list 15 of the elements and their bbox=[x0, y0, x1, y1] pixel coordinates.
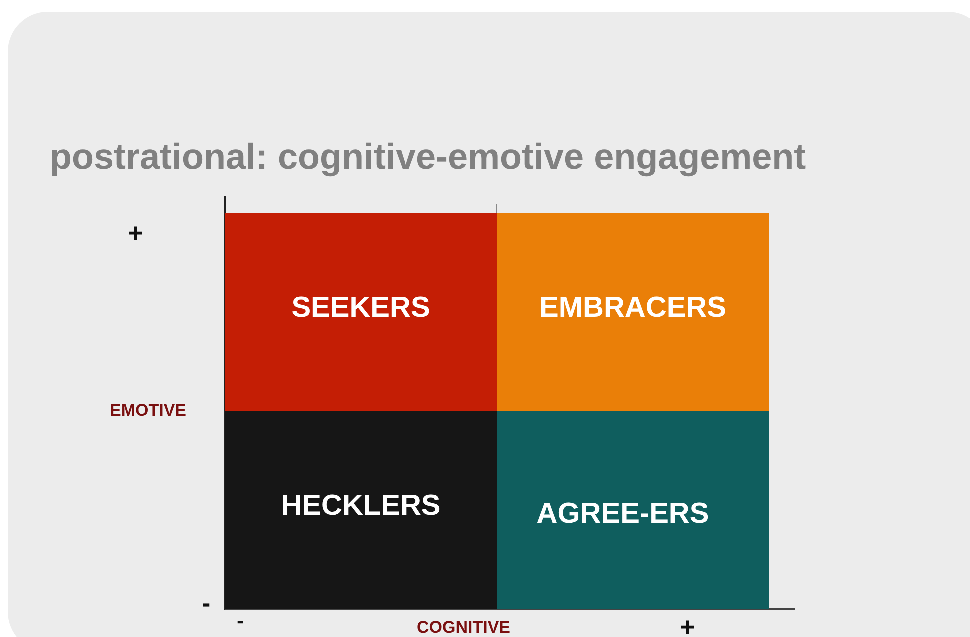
axis-title: COGNITIVE bbox=[417, 618, 511, 637]
quadrant bbox=[225, 213, 497, 411]
minus-sign: - bbox=[202, 588, 211, 619]
plus-sign: + bbox=[128, 218, 144, 249]
axis-title: EMOTIVE bbox=[110, 401, 187, 421]
minus-sign: - bbox=[237, 608, 244, 634]
quadrant bbox=[225, 411, 497, 609]
quadrant-label: HECKLERS bbox=[281, 490, 441, 522]
quadrant bbox=[497, 411, 769, 609]
quadrant-label: AGREE-ERS bbox=[536, 498, 710, 530]
title: postrational: cognitive-emotive engagement bbox=[50, 136, 806, 178]
quadrant-label: SEEKERS bbox=[292, 292, 430, 324]
plus-sign: + bbox=[680, 612, 696, 637]
quadrant-label: EMBRACERS bbox=[540, 292, 726, 324]
quadrant bbox=[497, 213, 769, 411]
